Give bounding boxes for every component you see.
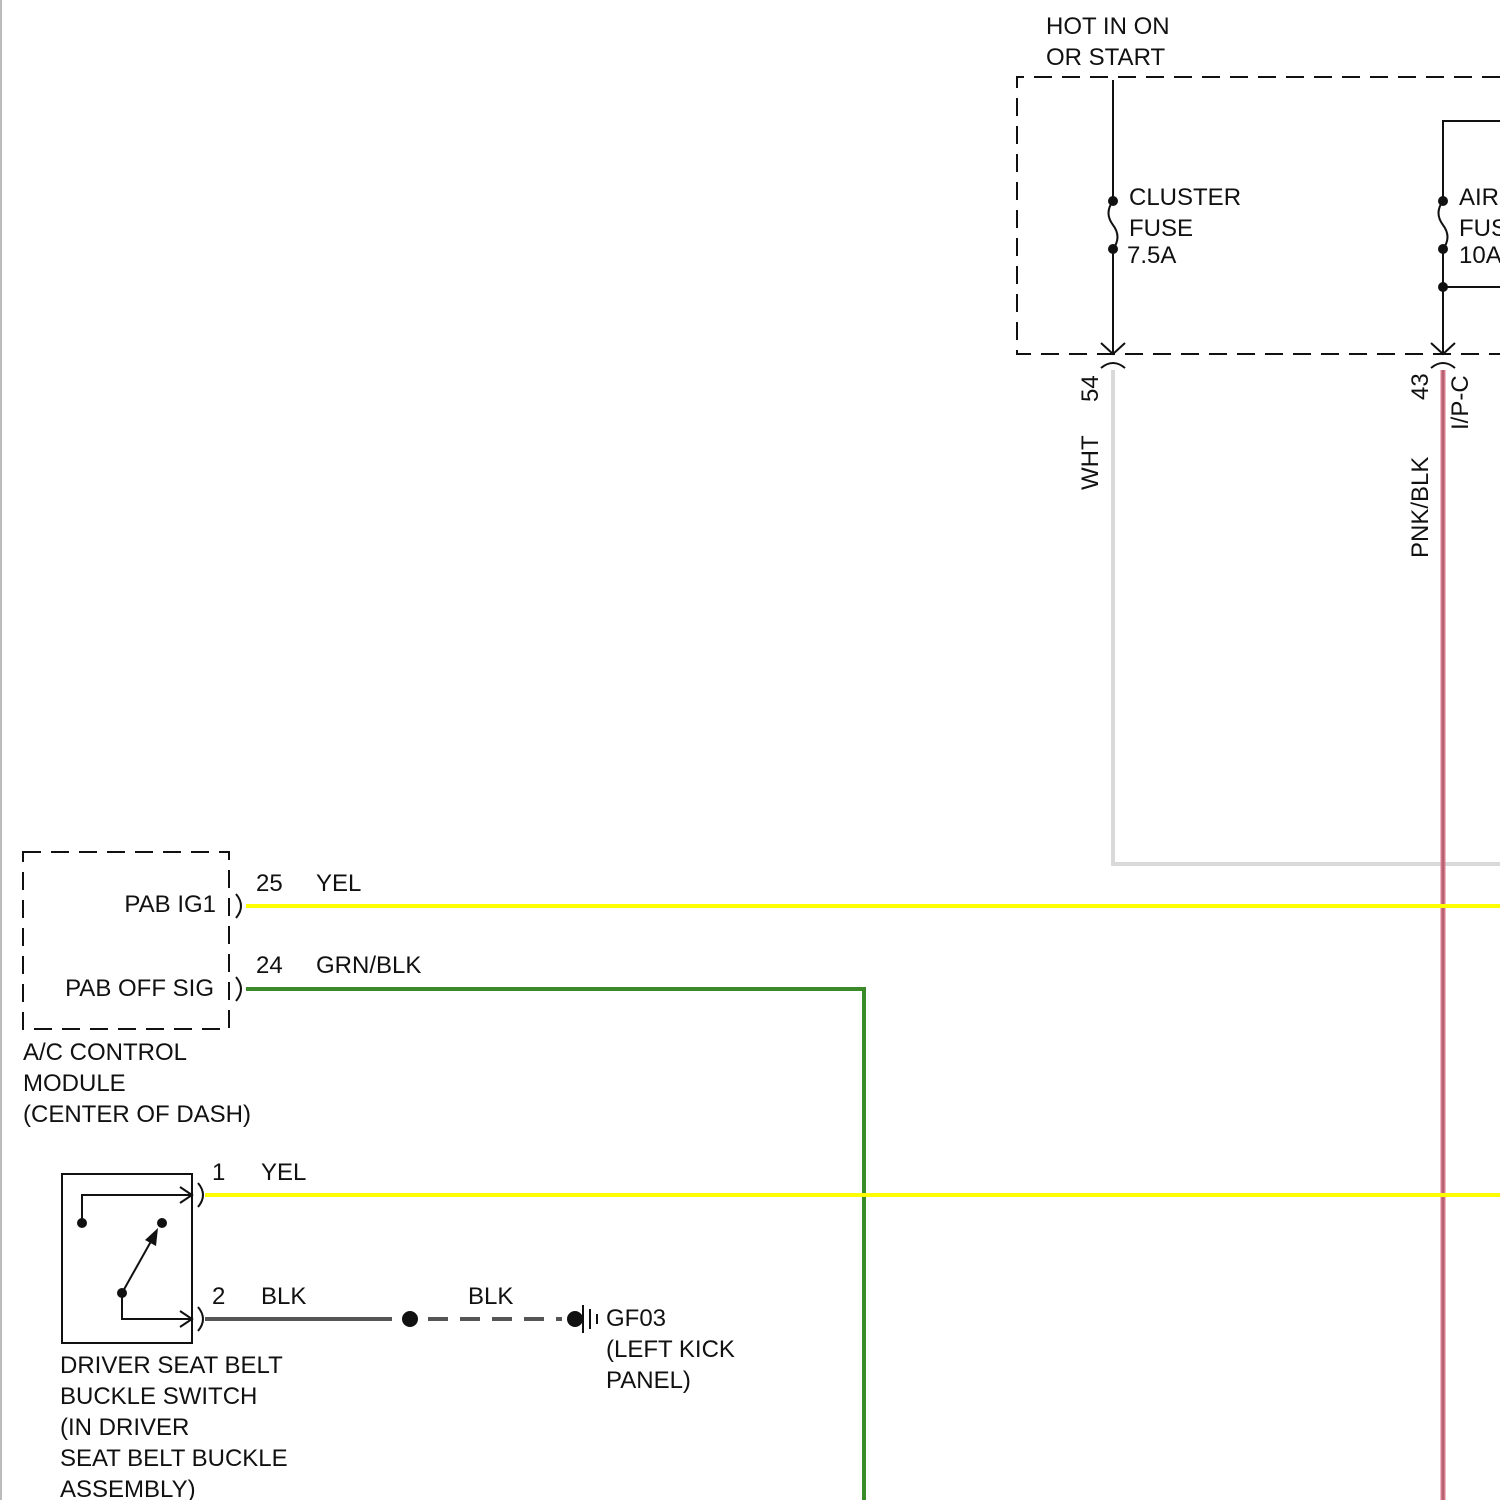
fuse-symbol-icon (1439, 201, 1448, 249)
wire-yel-bottom-label: YEL (261, 1159, 306, 1186)
switch-name: DRIVER SEAT BELT (60, 1352, 283, 1379)
wire-wht-label: WHT (1077, 435, 1104, 490)
cluster-fuse-label-2: FUSE (1129, 215, 1193, 242)
pin-54-label: 54 (1077, 375, 1104, 402)
connector-2-icon (198, 1307, 203, 1331)
pin-2-label: 2 (212, 1283, 225, 1310)
seat-belt-switch: 1 2 DRIVER SEAT BELT BUCKLE SWITCH (IN D… (60, 1159, 288, 1500)
air-fuse-label: AIR (1459, 184, 1499, 211)
connector-25-icon (236, 894, 241, 918)
air-fuse-rating: 10A (1459, 242, 1500, 269)
switch-location: (IN DRIVER (60, 1414, 189, 1441)
hot-in-on-label: HOT IN ON (1046, 13, 1170, 40)
switch-location-3: ASSEMBLY) (60, 1476, 196, 1500)
connector-female-icon (1101, 363, 1125, 368)
ground-location-label: (LEFT KICK (606, 1336, 735, 1363)
pin-24-label: 24 (256, 952, 283, 979)
air-fuse: AIR FUS 10A (1431, 121, 1500, 368)
pin-25-label: 25 (256, 870, 283, 897)
fuse-block-outline (1017, 77, 1500, 354)
wire-pnk-blk-label: PNK/BLK (1407, 457, 1434, 558)
fuse-symbol-icon (1109, 201, 1118, 249)
connector-female-icon (1431, 363, 1455, 368)
wire-blk-label-1: BLK (261, 1283, 306, 1310)
connector-1-icon (198, 1183, 203, 1207)
ground-location-label-2: PANEL) (606, 1367, 691, 1394)
switch-arrow-icon (145, 1228, 158, 1246)
switch-name-2: BUCKLE SWITCH (60, 1383, 257, 1410)
connector-24-icon (236, 977, 241, 1001)
pab-ig1-label: PAB IG1 (124, 891, 216, 918)
ground-symbol-icon (567, 1305, 597, 1333)
switch-location-2: SEAT BELT BUCKLE (60, 1445, 288, 1472)
cluster-fuse: CLUSTER FUSE 7.5A (1101, 80, 1241, 368)
pab-off-sig-label: PAB OFF SIG (65, 975, 214, 1002)
cluster-fuse-rating: 7.5A (1127, 242, 1176, 269)
or-start-label: OR START (1046, 44, 1165, 71)
cluster-fuse-label: CLUSTER (1129, 184, 1241, 211)
wire-grn-blk-label: GRN/BLK (316, 952, 421, 979)
ac-module-location: (CENTER OF DASH) (23, 1101, 251, 1128)
ac-module-name-2: MODULE (23, 1070, 126, 1097)
connector-ipc-label: I/P-C (1447, 375, 1474, 430)
ac-module-outline (23, 852, 229, 1029)
ac-module-name: A/C CONTROL (23, 1039, 187, 1066)
ac-control-module: PAB IG1 PAB OFF SIG 25 24 A/C CONTROL MO… (23, 852, 283, 1128)
pin-43-label: 43 (1407, 373, 1434, 400)
ground-gf03-label: GF03 (606, 1305, 666, 1332)
switch-blade-icon (122, 1236, 154, 1293)
wire-blk-label-2: BLK (468, 1283, 513, 1310)
wire-yel-top-label: YEL (316, 870, 361, 897)
fuse-block: HOT IN ON OR START CLUSTER FUSE 7.5A (1017, 13, 1500, 430)
air-fuse-label-2: FUS (1459, 215, 1500, 242)
wire-grn-blk (246, 989, 864, 1500)
splice-dot (402, 1311, 418, 1327)
pin-1-label: 1 (212, 1159, 225, 1186)
